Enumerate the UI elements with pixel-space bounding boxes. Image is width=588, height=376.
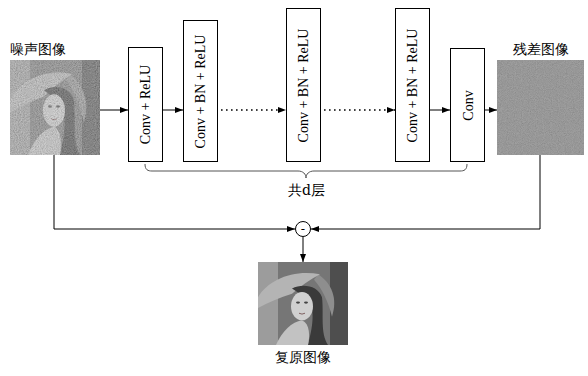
brace (145, 164, 467, 178)
layer-box: Conv + BN + ReLU (395, 8, 430, 162)
image-caption: 残差图像 (497, 40, 584, 58)
layer-box: Conv + BN + ReLU (286, 8, 321, 162)
layer-label: Conv + BN + ReLU (192, 34, 209, 148)
flow-arrow (485, 110, 497, 111)
dotted-arrow (221, 109, 286, 111)
operator-sign: - (296, 222, 310, 236)
layer-label: Conv + ReLU (137, 65, 154, 144)
layer-label: Conv + BN + ReLU (404, 28, 421, 142)
image-caption: 复原图像 (258, 348, 348, 366)
layer-label: Conv (459, 90, 476, 120)
restored-image (258, 262, 348, 345)
output-image: 残差图像 (497, 40, 584, 155)
flow-arrow (54, 155, 295, 229)
flow-arrow (311, 155, 540, 229)
flow-arrow (100, 110, 128, 111)
layer-box: Conv (450, 48, 485, 162)
subtract-circle: - (295, 221, 311, 237)
layer-box: Conv + ReLU (128, 47, 163, 162)
input-image: 噪声图像 (10, 40, 100, 155)
flow-arrow (163, 110, 183, 111)
flow-arrow (303, 237, 304, 262)
layer-box: Conv + BN + ReLU (183, 20, 218, 162)
residual-image (497, 60, 584, 155)
layer-count: 共d层 (288, 181, 325, 199)
flow-arrow (430, 110, 450, 111)
noisy-image (10, 60, 100, 155)
dotted-arrow (324, 109, 395, 111)
layer-label: Conv + BN + ReLU (295, 28, 312, 142)
image-caption: 噪声图像 (10, 40, 100, 58)
result-image: 复原图像 (258, 262, 348, 366)
